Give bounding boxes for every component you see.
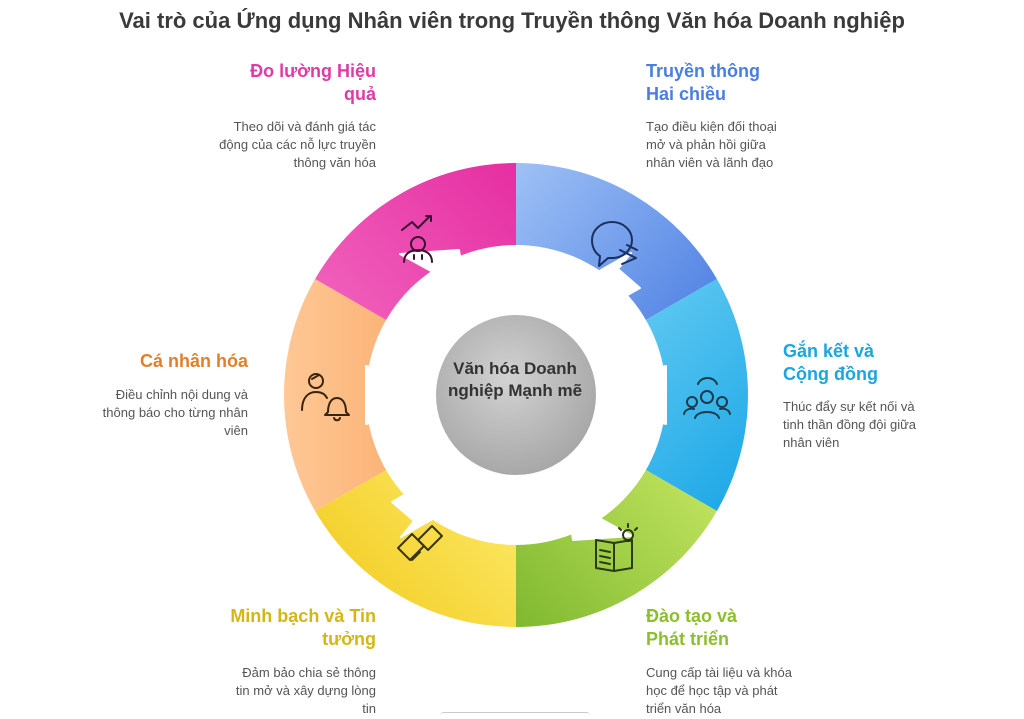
desc-two-way-communication: Tạo điều kiện đối thoại mở và phản hồi g… xyxy=(646,119,777,170)
person-growth-icon xyxy=(401,215,433,263)
arrow-group xyxy=(365,249,667,541)
page-title: Vai trò của Ứng dụng Nhân viên trong Tru… xyxy=(119,8,905,33)
person-bell-icon xyxy=(301,373,350,422)
team-group-icon xyxy=(683,377,731,419)
center-hub xyxy=(436,315,596,475)
arrow-from-transparency-trust xyxy=(391,461,467,538)
label-transparency-trust: Minh bạch và Tin tưởng xyxy=(230,606,376,649)
arrow-from-training-development xyxy=(547,461,633,541)
label-engagement-community: Gắn kết và Cộng đồng xyxy=(783,341,878,384)
label-two-way-communication: Truyền thông Hai chiều xyxy=(646,61,760,104)
arrow-from-engagement-community xyxy=(587,343,667,447)
label-measure-effectiveness: Đo lường Hiệu quả xyxy=(250,61,376,104)
desc-training-development: Cung cấp tài liệu và khóa học để học tập… xyxy=(646,665,792,716)
desc-engagement-community: Thúc đẩy sự kết nối và tinh thần đồng độ… xyxy=(783,399,917,450)
book-lightbulb-icon xyxy=(595,523,638,572)
arrow-from-measure-effectiveness xyxy=(399,249,485,329)
desc-personalization: Điều chỉnh nội dung và thông báo cho từn… xyxy=(102,387,248,438)
desc-measure-effectiveness: Theo dõi và đánh giá tác động của các nỗ… xyxy=(219,119,376,170)
label-training-development: Đào tạo và Phát triển xyxy=(646,606,738,649)
desc-transparency-trust: Đảm bảo chia sẻ thông tin mở và xây dựng… xyxy=(235,665,376,716)
bottom-edge-bar xyxy=(440,712,590,719)
center-hub-label: Văn hóa Doanh nghiệp Mạnh mẽ xyxy=(447,359,583,400)
chat-bubbles-icon xyxy=(591,221,638,267)
label-personalization: Cá nhân hóa xyxy=(139,351,248,371)
arrow-from-personalization xyxy=(365,343,445,447)
handshake-icon xyxy=(397,525,443,561)
arrow-from-two-way-communication xyxy=(565,252,641,329)
